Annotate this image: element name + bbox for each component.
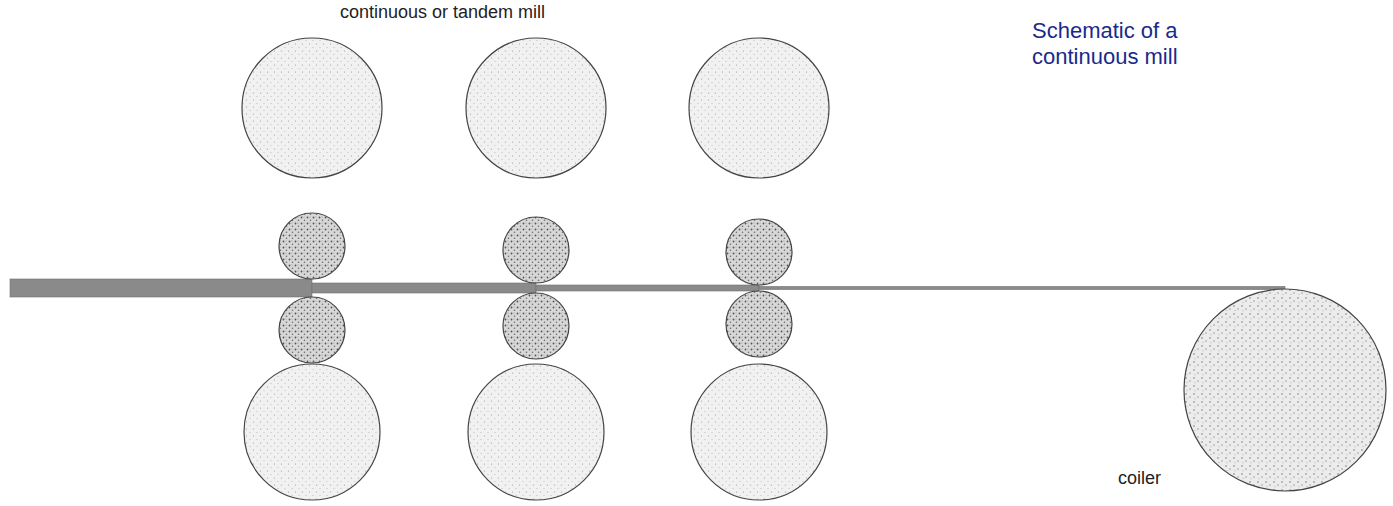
slide-caption: Schematic of a continuous mill [1032,18,1222,71]
work-roll [503,293,569,359]
work-roll [279,213,345,279]
part-label: coiler [1118,468,1161,489]
strip [10,279,1285,297]
backup-roll [468,364,604,500]
work-roll [726,291,792,357]
backup-roll [466,38,606,178]
work-roll [279,297,345,363]
rolling-stand [466,38,606,500]
work-roll [503,217,569,283]
backup-roll [242,38,382,178]
backup-roll [244,364,380,500]
work-roll [726,219,792,285]
backup-roll [691,364,827,500]
rolling-stand [689,38,829,500]
rolling-stand [242,38,382,500]
coiler-drum [1184,289,1386,491]
backup-roll [689,38,829,178]
diagram-title: continuous or tandem mill [340,2,545,23]
